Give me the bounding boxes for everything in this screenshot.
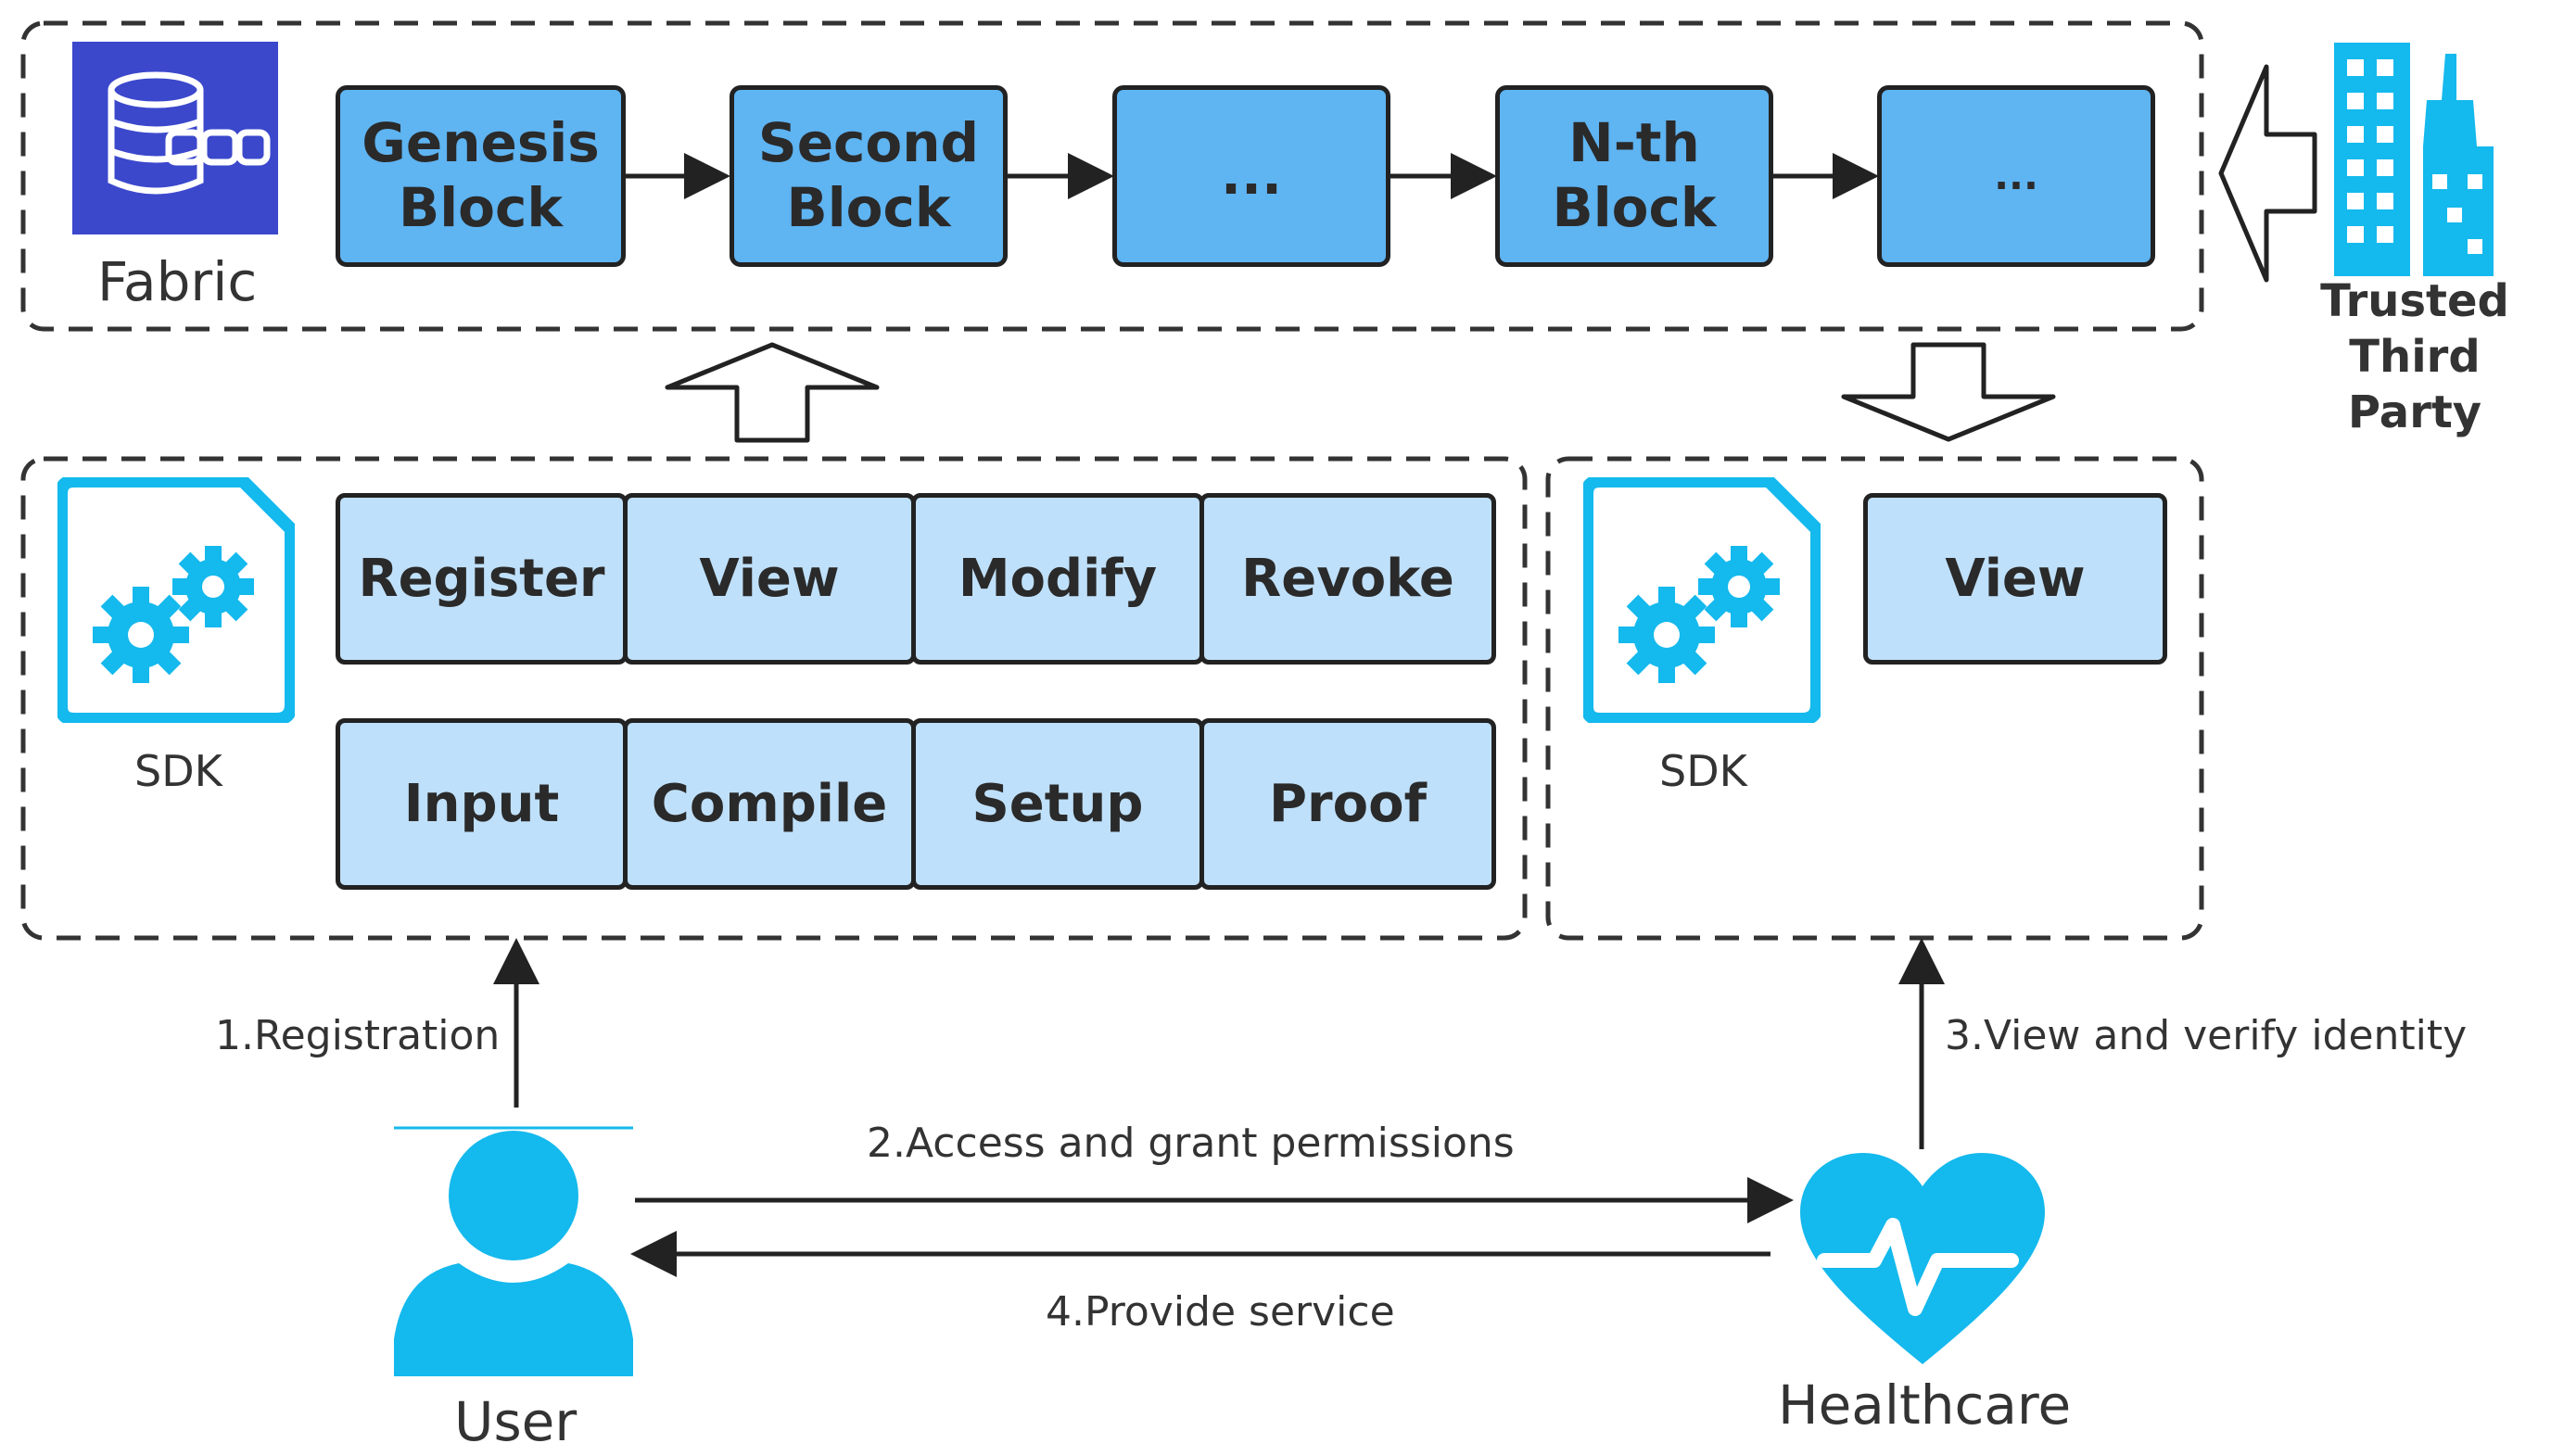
blockchain-database-icon [72,42,278,234]
user-sdk-container [20,456,1528,941]
input-op: Input [336,718,628,890]
sdk-gears-icon [1580,475,1823,726]
modify-op: Modify [911,493,1204,665]
genesis-block: Genesis Block [336,85,626,267]
left-hollow-arrow [2218,64,2317,283]
heart-pulse-icon [1796,1149,2049,1372]
healthcare-sdk-label: SDK [1659,746,1747,796]
ellipsis-block-1: ... [1112,85,1390,267]
second-block: Second Block [730,85,1008,267]
user-sdk-label: SDK [134,746,222,796]
proof-op: Proof [1199,718,1496,890]
healthcare-sdk-container [1545,456,2204,941]
service-label: 4.Provide service [1046,1288,1395,1336]
nth-block: N-th Block [1495,85,1773,267]
user-icon [394,1126,633,1376]
trusted-party-label: Trusted Third Party [2320,275,2509,438]
revoke-op: Revoke [1199,493,1496,665]
fabric-container [20,20,2204,332]
building-icon [2334,35,2494,276]
registration-label: 1.Registration [215,1012,501,1059]
compile-op: Compile [623,718,916,890]
healthcare-label: Healthcare [1778,1374,2072,1437]
access-label: 2.Access and grant permissions [867,1120,1515,1167]
view-op: View [623,493,916,665]
healthcare-view-op: View [1863,493,2167,665]
register-op: Register [336,493,628,665]
verify-label: 3.View and verify identity [1945,1012,2468,1059]
user-label: User [454,1390,577,1453]
ellipsis-block-2: ... [1877,85,2155,267]
sdk-gears-icon [55,475,298,726]
setup-op: Setup [911,718,1204,890]
fabric-label: Fabric [97,250,258,313]
down-hollow-arrow [1841,342,2056,442]
up-hollow-arrow [665,342,880,443]
